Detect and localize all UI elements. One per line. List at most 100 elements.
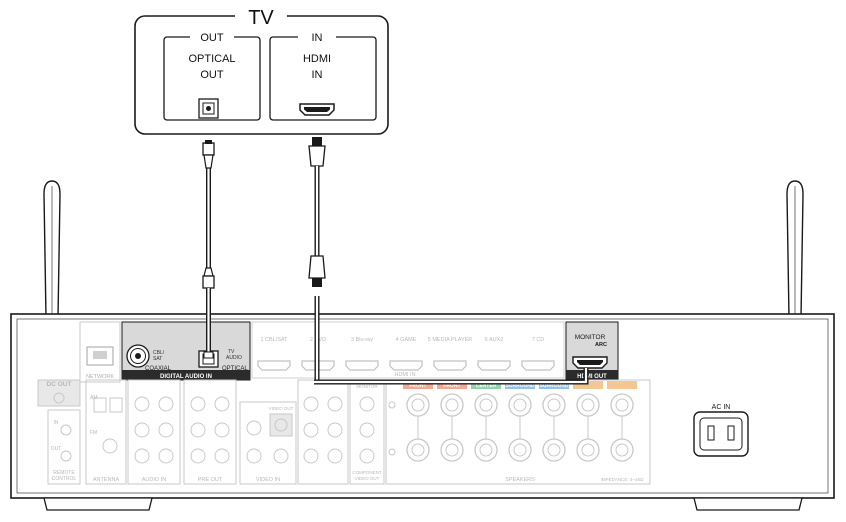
speaker-terminal-inner	[411, 398, 425, 412]
speaker-channel-band	[607, 381, 637, 389]
hdmi-in-port	[345, 360, 379, 371]
hdmi-in-port-label: 7 CD	[532, 337, 545, 343]
speaker-terminal	[576, 438, 600, 462]
tv-optical-out-label: OUT	[200, 69, 224, 81]
speaker-terminal	[440, 438, 464, 462]
speaker-terminal-inner	[445, 443, 459, 457]
svg-text:SAT: SAT	[153, 356, 162, 362]
svg-text:CONTROL: CONTROL	[52, 476, 77, 482]
video-in-label: VIDEO IN	[256, 477, 280, 483]
speaker-terminal-inner	[615, 443, 629, 457]
optical-out-port-icon	[198, 98, 219, 119]
remote-out-label: OUT	[51, 446, 62, 452]
hdmi-in-port-label: 4 GAME	[396, 337, 417, 343]
speaker-terminal-inner	[513, 398, 527, 412]
am-label: AM	[90, 395, 98, 401]
speaker-channel-label: FRONT	[443, 383, 460, 389]
speaker-terminal	[406, 438, 430, 462]
hdmi-cable	[308, 137, 589, 385]
speaker-channel-band	[437, 381, 467, 389]
speaker-terminal	[508, 393, 532, 417]
speaker-terminal-inner	[581, 443, 595, 457]
hdmi-in-port	[477, 360, 511, 371]
speaker-channel-band	[573, 381, 603, 389]
speaker-terminal-inner	[547, 398, 561, 412]
hdmi-in-port	[257, 360, 291, 371]
speaker-channel-band	[403, 381, 433, 389]
speaker-terminal	[474, 438, 498, 462]
speaker-channel-label: SURROUND	[506, 383, 535, 389]
svg-text:REMOTE: REMOTE	[53, 470, 75, 476]
speaker-terminal	[474, 393, 498, 417]
monitor-label: MONITOR	[575, 334, 606, 341]
ac-in-label: AC IN	[712, 404, 731, 411]
foot-right	[693, 497, 803, 511]
hdmi-in-port-label: 6 AUX2	[485, 337, 504, 343]
speaker-terminal-inner	[445, 398, 459, 412]
tv-title: TV	[248, 7, 274, 29]
hdmi-in-port-label: 1 CBL/SAT	[260, 337, 288, 343]
speaker-channel-band	[539, 381, 569, 389]
tv-optical-label: OPTICAL	[188, 53, 235, 65]
hdmi-in-port-label: 5 MEDIA PLAYER	[428, 337, 473, 343]
speaker-terminal-inner	[615, 398, 629, 412]
speaker-terminal	[576, 393, 600, 417]
svg-text:CBL/: CBL/	[153, 350, 165, 356]
monitor-small-label: MONITOR	[356, 384, 378, 389]
svg-text:VIDEO OUT: VIDEO OUT	[355, 476, 380, 481]
speaker-channel-label: FRONT	[409, 383, 426, 389]
dc-out-label: DC OUT	[47, 381, 72, 388]
speaker-terminal	[542, 438, 566, 462]
speaker-terminal	[440, 393, 464, 417]
optical-cable	[202, 140, 215, 359]
tv-out-label: OUT	[200, 32, 224, 44]
speakers-label: SPEAKERS	[505, 477, 535, 483]
svg-text:TV: TV	[228, 349, 235, 355]
hdmi-out-port-icon	[572, 356, 608, 369]
speaker-channel-band	[471, 381, 501, 389]
hdmi-in-port	[521, 360, 555, 371]
speaker-terminal	[542, 393, 566, 417]
speaker-terminal-inner	[547, 443, 561, 457]
antenna-label: ANTENNA	[93, 477, 120, 483]
video-out-label: VIDEO OUT	[269, 406, 294, 411]
fm-label: FM	[90, 430, 97, 436]
remote-in-label: IN	[54, 420, 59, 426]
tv-unit: TV OUT OPTICAL OUT IN HDMI IN	[134, 4, 389, 135]
network-port: NETWORK	[79, 321, 121, 383]
hdmi-in-label: HDMI IN	[394, 372, 415, 378]
pre-out-label: PRE OUT	[198, 477, 223, 483]
speaker-terminal	[406, 393, 430, 417]
speaker-channel-label: CENTER	[476, 383, 497, 389]
hdmi-out-label: HDMI OUT	[577, 374, 607, 380]
speaker-terminal	[610, 438, 634, 462]
hdmi-in-port-label: 3 Blu-ray	[351, 337, 373, 343]
optical-label: OPTICAL	[222, 366, 248, 372]
hdmi-in-port	[433, 360, 467, 371]
network-label: NETWORK	[86, 374, 114, 380]
hdmi-out-panel: MONITOR ARC HDMI OUT	[565, 321, 619, 381]
lower-panel	[37, 379, 749, 485]
speaker-terminal	[610, 393, 634, 417]
speaker-terminal-inner	[479, 443, 493, 457]
speaker-terminal-inner	[513, 443, 527, 457]
tv-hdmi-label: HDMI	[303, 53, 331, 65]
impedance-label: IMPEDANCE: 4~16Ω	[601, 477, 644, 482]
digital-audio-in-label: DIGITAL AUDIO IN	[160, 374, 212, 380]
speaker-terminal	[508, 438, 532, 462]
speaker-terminal-inner	[411, 443, 425, 457]
speaker-terminal-inner	[479, 398, 493, 412]
coaxial-label: COAXIAL	[145, 366, 172, 372]
audio-in-label: AUDIO IN	[142, 477, 166, 483]
lower-panel-labels: DC OUT IN OUT REMOTE CONTROL AM FM ANTEN…	[47, 381, 731, 483]
digital-audio-in-panel: DIGITAL AUDIO IN CBL/ SAT COAXIAL TV AUD…	[121, 321, 251, 381]
hdmi-in-port-icon	[299, 103, 335, 116]
svg-text:AUDIO: AUDIO	[226, 355, 242, 361]
coaxial-port-icon	[126, 344, 150, 368]
svg-text:COMPONENT: COMPONENT	[352, 470, 382, 475]
speaker-terminal-inner	[581, 398, 595, 412]
arc-label: ARC	[595, 342, 607, 348]
hdmi-in-port	[389, 360, 423, 371]
tv-hdmi-in-label: IN	[312, 69, 323, 81]
